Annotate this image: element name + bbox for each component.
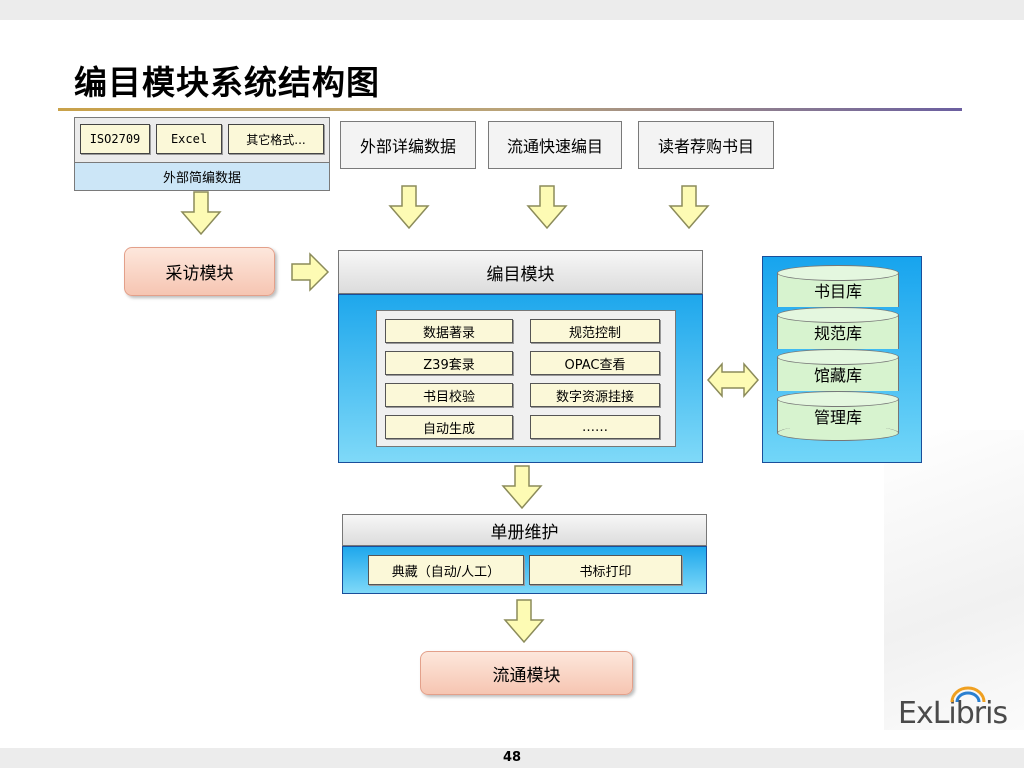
background-decoration — [884, 430, 1024, 730]
format-row: ISO2709 Excel 其它格式... — [75, 118, 329, 162]
cylinder-top — [777, 307, 899, 323]
arrow-down-icon — [388, 185, 430, 230]
function-holdings-assign: 典藏（自动/人工） — [368, 555, 524, 585]
cylinder-top — [777, 265, 899, 281]
slide-title: 编目模块系统结构图 — [74, 63, 380, 102]
function-bib-validation: 书目校验 — [385, 383, 513, 407]
arrow-down-icon — [503, 599, 545, 644]
function-opac-view: OPAC查看 — [530, 351, 660, 375]
external-detail-data: 外部详编数据 — [340, 121, 476, 169]
reader-recommended-titles: 读者荐购书目 — [638, 121, 774, 169]
db-label: 馆藏库 — [813, 366, 862, 385]
cataloging-module-body: 数据著录 规范控制 Z39套录 OPAC查看 书目校验 数字资源挂接 自动生成 … — [338, 294, 703, 463]
format-iso2709: ISO2709 — [80, 124, 150, 154]
external-simple-data-group: ISO2709 Excel 其它格式... 外部简编数据 — [74, 117, 330, 191]
logo-arc-icon — [950, 686, 986, 703]
arrow-bidirectional-icon — [707, 362, 759, 398]
item-maintenance-header: 单册维护 — [342, 514, 707, 546]
page-number: 48 — [502, 750, 522, 765]
circulation-module: 流通模块 — [420, 651, 633, 695]
circulation-fast-cataloging: 流通快速编目 — [488, 121, 622, 169]
cataloging-functions-frame: 数据著录 规范控制 Z39套录 OPAC查看 书目校验 数字资源挂接 自动生成 … — [376, 310, 676, 447]
db-label: 管理库 — [813, 408, 862, 427]
function-z3950-copy: Z39套录 — [385, 351, 513, 375]
db-label: 书目库 — [813, 282, 862, 301]
arrow-right-icon — [291, 252, 330, 292]
acquisition-module: 采访模块 — [124, 247, 275, 296]
cylinder-top — [777, 349, 899, 365]
function-more: …… — [530, 415, 660, 439]
cylinder-bottom — [777, 425, 899, 441]
format-other: 其它格式... — [228, 124, 324, 154]
arrow-down-icon — [180, 191, 222, 236]
function-data-entry: 数据著录 — [385, 319, 513, 343]
database-stack: 书目库 规范库 馆藏库 管理库 — [762, 256, 922, 463]
bottom-bar — [0, 748, 1024, 768]
item-maintenance-body: 典藏（自动/人工） 书标打印 — [342, 546, 707, 594]
arrow-down-icon — [668, 185, 710, 230]
title-underline — [58, 108, 962, 111]
cataloging-module-header: 编目模块 — [338, 250, 703, 294]
function-digital-resource-link: 数字资源挂接 — [530, 383, 660, 407]
arrow-down-icon — [501, 465, 543, 510]
function-auto-generate: 自动生成 — [385, 415, 513, 439]
top-bar — [0, 0, 1024, 20]
function-label-print: 书标打印 — [529, 555, 682, 585]
db-label: 规范库 — [813, 324, 862, 343]
function-authority-control: 规范控制 — [530, 319, 660, 343]
arrow-down-icon — [526, 185, 568, 230]
cylinder-top — [777, 391, 899, 407]
exlibris-logo: ExLibris — [898, 686, 1008, 731]
external-simple-data-label: 外部简编数据 — [75, 162, 329, 190]
format-excel: Excel — [156, 124, 222, 154]
